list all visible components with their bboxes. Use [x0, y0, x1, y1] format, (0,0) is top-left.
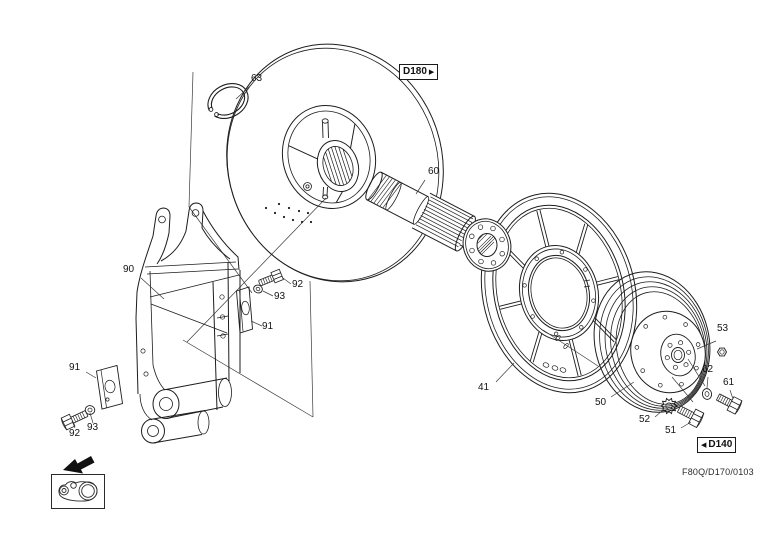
input-shaft-drawing [362, 167, 512, 272]
callout-52[interactable]: 52 [639, 414, 651, 425]
thumbnail-sketch [58, 481, 98, 502]
pulley-fasteners [660, 347, 743, 429]
bracket-drawing [135, 202, 241, 444]
ref-button-d180[interactable]: D180 ▶ [399, 64, 439, 80]
arrow-right-icon: ▶ [428, 68, 435, 76]
callout-60[interactable]: 60 [428, 166, 440, 177]
wheel-spokes [499, 209, 619, 377]
shaft-flange [462, 218, 512, 272]
callout-51[interactable]: 51 [665, 425, 677, 436]
callout-41[interactable]: 41 [478, 382, 490, 393]
ref-label-d180: D180 [403, 66, 427, 77]
arrow-left-icon: ◀ [701, 441, 707, 449]
callout-91-lower[interactable]: 91 [69, 362, 81, 373]
callout-92-lower[interactable]: 92 [69, 428, 81, 439]
overview-thumbnail[interactable] [51, 474, 105, 509]
spoked-wheel-drawing [480, 192, 638, 394]
pulley-drawing [593, 271, 711, 413]
callout-61[interactable]: 61 [723, 377, 735, 388]
figure-code: F80Q/D170/0103 [682, 467, 754, 477]
drive-disc-drawing [226, 43, 444, 283]
view-direction-arrow-icon [63, 456, 95, 474]
callout-91-upper[interactable]: 91 [262, 321, 274, 332]
callout-62[interactable]: 62 [702, 364, 714, 375]
callout-53[interactable]: 53 [717, 323, 729, 334]
shim-plates-hardware [60, 268, 284, 431]
snap-ring-drawing [207, 83, 249, 119]
callout-90[interactable]: 90 [123, 264, 135, 275]
callout-63[interactable]: 63 [251, 73, 263, 84]
projection-lines [182, 71, 327, 418]
ref-label-d140: D140 [708, 439, 733, 450]
callout-50[interactable]: 50 [595, 397, 607, 408]
callout-93-lower[interactable]: 93 [87, 422, 99, 433]
rivet-dots [264, 202, 313, 224]
ref-button-d140[interactable]: ◀ D140 [697, 437, 737, 453]
callout-92-upper[interactable]: 92 [292, 279, 304, 290]
leader-lines [71, 85, 734, 429]
callout-93-upper[interactable]: 93 [274, 291, 286, 302]
